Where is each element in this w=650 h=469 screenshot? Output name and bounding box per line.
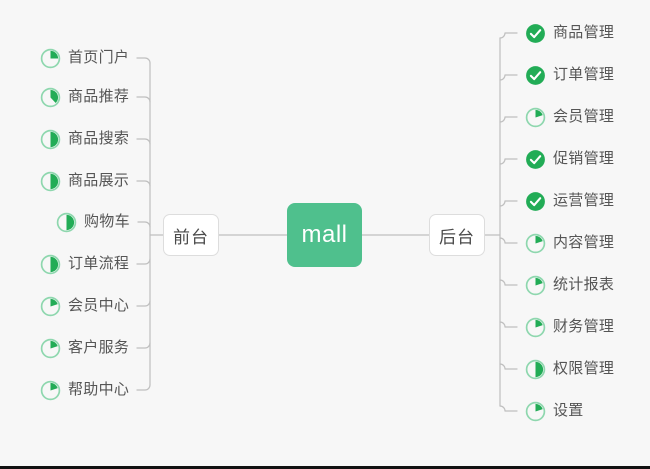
check-circle-icon [525,23,546,44]
backend-leaf-item[interactable]: 运营管理 [525,188,614,214]
backend-leaf-label: 内容管理 [553,234,615,251]
branch-node-backend-label: 后台 [439,227,475,247]
backend-leaf-item[interactable]: 内容管理 [525,230,614,256]
frontend-leaf-item[interactable]: 会员中心 [40,293,129,319]
backend-leaf-label: 权限管理 [553,360,615,377]
frontend-leaf-item[interactable]: 客户服务 [40,335,129,361]
backend-leaf-item[interactable]: 权限管理 [525,356,614,382]
frontend-leaf-label: 订单流程 [68,255,130,272]
pie-icon [525,401,546,422]
frontend-leaf-item[interactable]: 订单流程 [40,251,129,277]
branch-node-frontend-label: 前台 [173,227,209,247]
backend-leaf-item[interactable]: 设置 [525,398,584,424]
pie-icon [40,87,61,108]
pie-icon [40,171,61,192]
frontend-leaf-label: 商品搜索 [68,130,130,147]
backend-leaf-item[interactable]: 会员管理 [525,104,614,130]
backend-leaf-label: 促销管理 [553,150,615,167]
branch-node-backend[interactable]: 后台 [429,214,485,256]
frontend-leaf-item[interactable]: 首页门户 [40,45,129,71]
pie-icon [40,380,61,401]
frontend-leaf-label: 帮助中心 [68,381,130,398]
pie-icon [40,338,61,359]
pie-icon [525,275,546,296]
pie-icon [40,129,61,150]
pie-icon [525,317,546,338]
frontend-leaf-label: 会员中心 [68,297,130,314]
pie-icon [40,296,61,317]
frontend-leaf-item[interactable]: 购物车 [56,209,130,235]
backend-leaf-label: 财务管理 [553,318,615,335]
pie-icon [525,107,546,128]
backend-leaf-label: 运营管理 [553,192,615,209]
frontend-leaf-label: 商品展示 [68,172,130,189]
backend-leaf-label: 统计报表 [553,276,615,293]
frontend-leaf-label: 购物车 [84,213,130,230]
backend-leaf-item[interactable]: 商品管理 [525,20,614,46]
pie-icon [40,254,61,275]
frontend-leaf-item[interactable]: 商品展示 [40,168,129,194]
pie-icon [525,233,546,254]
check-circle-icon [525,65,546,86]
pie-icon [40,48,61,69]
backend-leaf-label: 商品管理 [553,24,615,41]
backend-leaf-item[interactable]: 统计报表 [525,272,614,298]
frontend-leaf-label: 首页门户 [68,49,130,66]
backend-leaf-item[interactable]: 财务管理 [525,314,614,340]
frontend-leaf-item[interactable]: 商品推荐 [40,84,129,110]
frontend-leaf-label: 商品推荐 [68,88,130,105]
center-node-mall[interactable]: mall [287,203,362,267]
backend-leaf-label: 会员管理 [553,108,615,125]
backend-leaf-item[interactable]: 促销管理 [525,146,614,172]
backend-leaf-item[interactable]: 订单管理 [525,62,614,88]
backend-leaf-label: 设置 [553,402,584,419]
check-circle-icon [525,191,546,212]
check-circle-icon [525,149,546,170]
frontend-leaf-item[interactable]: 帮助中心 [40,377,129,403]
frontend-leaf-item[interactable]: 商品搜索 [40,126,129,152]
backend-leaf-label: 订单管理 [553,66,615,83]
frontend-leaf-label: 客户服务 [68,339,130,356]
pie-icon [56,212,77,233]
center-node-label: mall [301,221,348,248]
pie-icon [525,359,546,380]
branch-node-frontend[interactable]: 前台 [163,214,219,256]
